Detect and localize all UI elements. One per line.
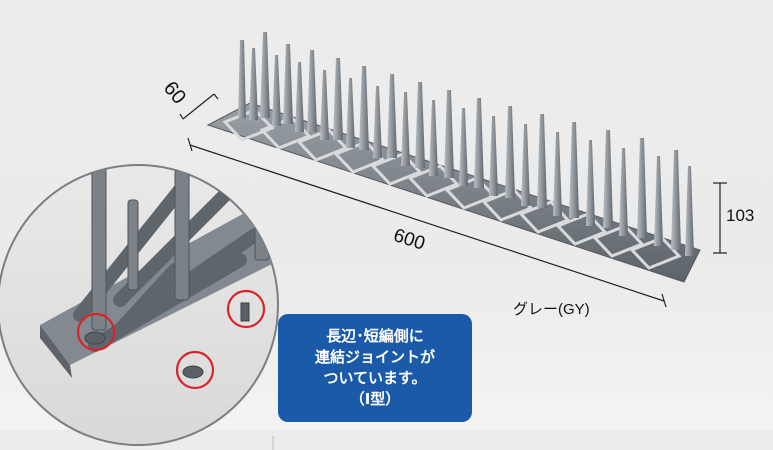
spikes xyxy=(238,32,694,256)
callout-line-3: ついています。 xyxy=(323,369,427,387)
zoom-detail xyxy=(0,164,279,446)
joint-highlight-1 xyxy=(76,312,116,352)
spike-strip-base xyxy=(206,102,701,283)
dimension-height-label: 103 xyxy=(726,206,755,225)
dim-line-60 xyxy=(182,93,215,120)
spike-strip xyxy=(206,32,701,283)
color-name-label: グレー(GY) xyxy=(513,301,590,318)
callout-line-2: 連結ジョイントが xyxy=(314,348,435,366)
joint-callout-box: 長辺･短編側に 連結ジョイントが ついています。 （I型） xyxy=(278,314,472,422)
joint-highlight-3 xyxy=(226,289,266,329)
dim-line-600 xyxy=(189,144,665,302)
callout-line-4: （I型） xyxy=(349,390,401,408)
bottom-band xyxy=(0,430,773,450)
zoom-content xyxy=(40,165,278,379)
dimension-lines xyxy=(179,93,727,308)
joint-highlights xyxy=(76,289,266,390)
joint-highlight-2 xyxy=(175,350,215,390)
callout-line-1: 長辺･短編側に xyxy=(326,327,424,345)
